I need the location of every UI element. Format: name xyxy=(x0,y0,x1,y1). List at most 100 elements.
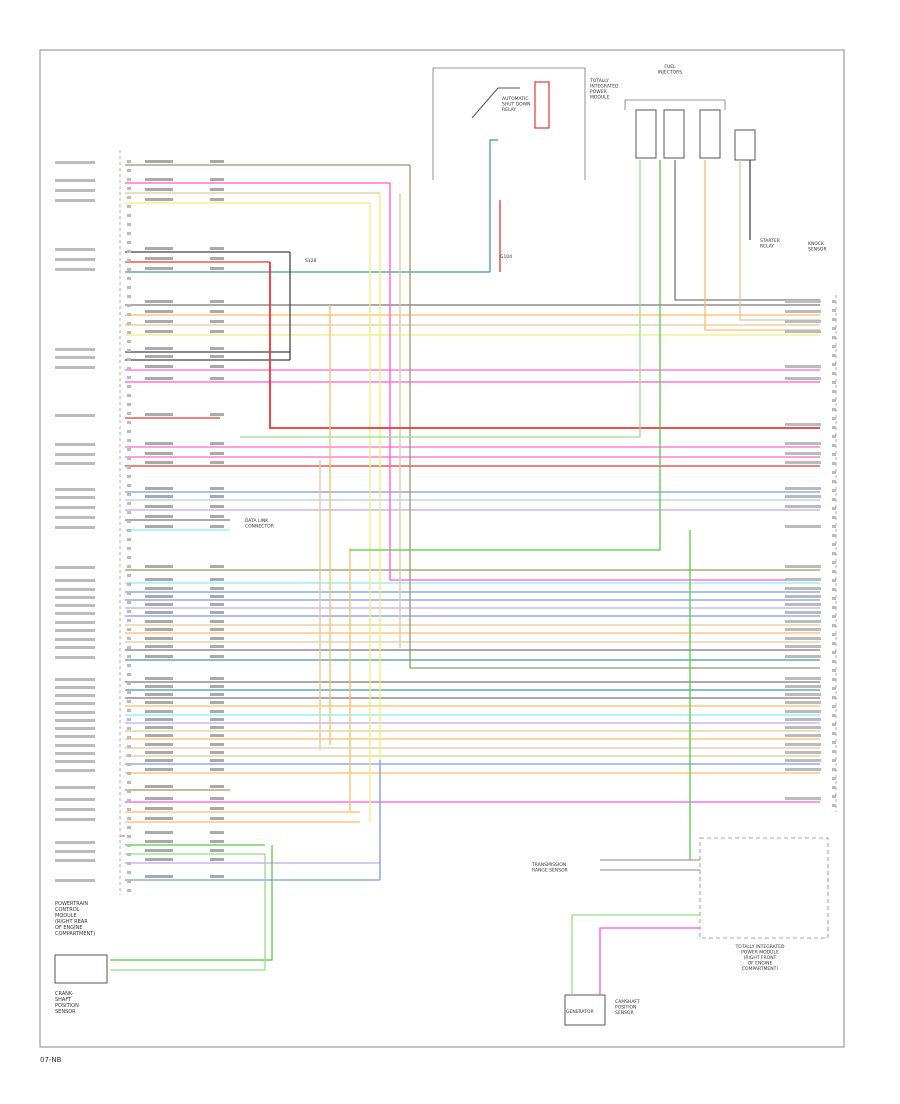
fine-print-block xyxy=(145,310,173,313)
pin-number-right xyxy=(832,336,836,339)
fine-print-block xyxy=(145,461,173,464)
pin-number xyxy=(127,763,131,766)
wire-color-label xyxy=(785,603,821,606)
fine-print-block xyxy=(145,726,173,729)
pin-number xyxy=(127,439,131,442)
function-label xyxy=(55,638,95,641)
function-label xyxy=(55,258,95,261)
fine-print-block xyxy=(145,267,173,270)
wire-color-label xyxy=(785,620,821,623)
fine-print-block xyxy=(145,452,173,455)
wire-red-feed xyxy=(269,262,820,429)
function-label xyxy=(55,656,95,659)
wire-color-label xyxy=(785,595,821,598)
fine-print-block xyxy=(145,347,173,350)
starter-relay-box xyxy=(734,129,756,161)
pin-number xyxy=(127,457,131,460)
pin-number xyxy=(127,448,131,451)
fine-print-block xyxy=(210,377,224,380)
pin-number xyxy=(127,295,131,298)
pin-number xyxy=(127,772,131,775)
fine-print-block xyxy=(210,257,224,260)
fine-print-block xyxy=(210,685,224,688)
function-label xyxy=(55,199,95,202)
fine-print-block xyxy=(210,198,224,201)
wire-color-label xyxy=(785,505,821,508)
wire-color-label xyxy=(785,320,821,323)
pin-number xyxy=(127,340,131,343)
wire-color-label xyxy=(785,330,821,333)
fine-print-block xyxy=(210,849,224,852)
pin-number xyxy=(127,880,131,883)
splice-label: S128 xyxy=(305,258,317,264)
pin-number-right xyxy=(832,354,836,357)
pin-number-right xyxy=(832,507,836,510)
function-label xyxy=(55,348,95,351)
pin-number-right xyxy=(832,786,836,789)
pin-number xyxy=(127,628,131,631)
pin-number-right xyxy=(832,399,836,402)
pin-number-right xyxy=(832,804,836,807)
pin-number-right xyxy=(832,462,836,465)
fine-print-block xyxy=(210,355,224,358)
fine-print-block xyxy=(145,807,173,810)
function-label xyxy=(55,719,95,722)
pin-number-right xyxy=(832,471,836,474)
fine-print-block xyxy=(210,751,224,754)
fine-print-block xyxy=(210,797,224,800)
pin-number xyxy=(127,691,131,694)
wire-generator-pink xyxy=(599,927,700,995)
pin-number xyxy=(127,520,131,523)
pin-number-right xyxy=(832,696,836,699)
pin-number xyxy=(127,214,131,217)
wire-color-label xyxy=(785,587,821,590)
fine-print-block xyxy=(145,515,173,518)
fine-print-block xyxy=(145,505,173,508)
wire-color-label xyxy=(785,300,821,303)
fine-print-block xyxy=(210,710,224,713)
fuel-injector-1 xyxy=(635,109,657,159)
pin-number-right xyxy=(832,561,836,564)
fine-print-block xyxy=(145,840,173,843)
wire-color-label xyxy=(785,751,821,754)
fine-print-block xyxy=(210,875,224,878)
fine-print-block xyxy=(210,693,224,696)
fine-print-block xyxy=(145,785,173,788)
function-label xyxy=(55,818,95,821)
fine-print-block xyxy=(210,677,224,680)
fine-print-block xyxy=(210,515,224,518)
pin-number xyxy=(127,331,131,334)
wire-color-label xyxy=(785,637,821,640)
fine-print-block xyxy=(145,817,173,820)
wire-generator-green xyxy=(571,914,700,995)
pin-number xyxy=(127,853,131,856)
fine-print-block xyxy=(145,188,173,191)
pin-number xyxy=(127,394,131,397)
fine-print-block xyxy=(210,611,224,614)
fine-print-block xyxy=(145,759,173,762)
pin-number xyxy=(127,646,131,649)
pin-number xyxy=(127,817,131,820)
fuel-injector-3 xyxy=(699,109,721,159)
diagram-frame xyxy=(39,49,845,1048)
pin-number-right xyxy=(832,300,836,303)
fine-print-block xyxy=(145,611,173,614)
fine-print-block xyxy=(210,655,224,658)
pin-number xyxy=(127,844,131,847)
asd-relay-coil xyxy=(534,81,550,129)
fine-print-block xyxy=(210,768,224,771)
pin-number xyxy=(127,826,131,829)
pin-number xyxy=(127,313,131,316)
pin-number-right xyxy=(832,651,836,654)
fine-print-block xyxy=(145,587,173,590)
pin-number-right xyxy=(832,516,836,519)
fine-print-block xyxy=(210,637,224,640)
pin-number xyxy=(127,286,131,289)
wire-color-label xyxy=(785,628,821,631)
function-label xyxy=(55,859,95,862)
function-label xyxy=(55,579,95,582)
fine-print-block xyxy=(145,743,173,746)
pin-number-right xyxy=(832,489,836,492)
